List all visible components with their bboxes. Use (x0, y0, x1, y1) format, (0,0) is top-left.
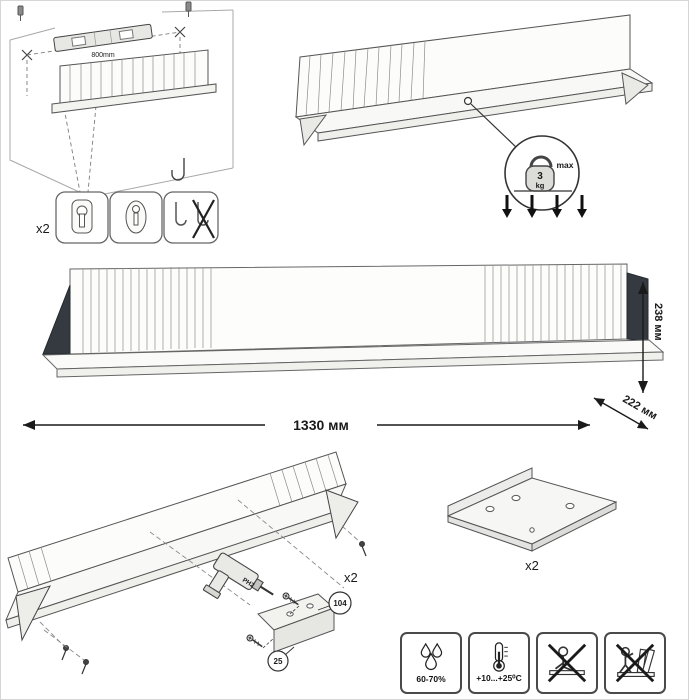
weight-value-label: 3 (537, 171, 543, 182)
wall-shelf-panel (51, 49, 217, 114)
shelf-board-front (56, 351, 664, 378)
detail-screws (246, 592, 300, 649)
screw-callout-bottom-label: 25 (274, 657, 283, 666)
hook-variant-icon (197, 202, 209, 226)
panel-slat-lines (69, 51, 196, 103)
groove-lines-right (484, 264, 622, 343)
wall-anchor-icons (17, 1, 192, 21)
screw-icon (282, 592, 299, 606)
no-sitting-icon (547, 643, 587, 683)
hardware-option-hanger (109, 191, 163, 244)
care-conditions-row: 60-70% +10...+25⁰C (400, 632, 666, 694)
temperature-condition-box: +10...+25⁰C (468, 632, 530, 694)
no-climbing-icon (615, 643, 656, 683)
load-arrows-icon (502, 195, 587, 218)
humidity-condition-box: 60-70% (400, 632, 462, 694)
level-measurement-label: 800mm (91, 52, 115, 59)
width-dimension: 1330 мм (23, 413, 590, 436)
left-bracket (15, 585, 51, 642)
bracket-quantity-label: x2 (525, 558, 539, 573)
max-label: max (556, 160, 573, 170)
wall-outline (9, 9, 234, 198)
hardware-option-hooks-crossed (163, 191, 219, 244)
thermometer-icon (493, 642, 508, 672)
shelf-perspective (294, 14, 654, 147)
left-support (299, 114, 328, 147)
load-limit-callout: 3 kg max (463, 96, 587, 218)
water-drops-icon (420, 642, 443, 670)
bracket-assembly-diagram: PH2 104 25 x2 (5, 451, 367, 675)
screw-icon (246, 634, 263, 648)
shelf-dimensions-drawing: 1330 мм 238 мм 222 мм (23, 263, 665, 436)
depth-dimension: 222 мм (593, 393, 660, 430)
width-dimension-label: 1330 мм (293, 417, 349, 433)
drill-driver-icon (202, 552, 274, 599)
no-climbing-box (604, 632, 666, 694)
no-sitting-box (536, 632, 598, 694)
shelf-load-limit-diagram: 3 kg max (294, 14, 654, 218)
height-dimension: 238 мм (638, 282, 664, 393)
right-bracket (325, 489, 359, 540)
spirit-level-icon (53, 23, 153, 52)
angle-bracket-icon (446, 467, 618, 552)
panel-slat-lines (17, 454, 339, 590)
left-bracket-silhouette (42, 284, 71, 355)
weight-unit-label: kg (536, 181, 545, 190)
hook-variant-icon (175, 202, 187, 226)
screw-callout-top: 104 (317, 591, 352, 615)
hardware-count-label: x2 (36, 221, 50, 236)
detail-leader-lines (39, 499, 361, 661)
cross-out-icon (615, 643, 655, 683)
hardware-option-keyhole (55, 191, 109, 244)
kettlebell-weight-icon (525, 155, 555, 192)
shelf-front-view (41, 263, 665, 378)
assembly-quantity-label: x2 (344, 570, 358, 585)
right-support (621, 72, 649, 105)
temperature-label: +10...+25⁰C (476, 673, 522, 683)
humidity-label: 60-70% (416, 673, 446, 684)
assembly-screws (61, 541, 367, 675)
depth-dimension-label: 222 мм (621, 393, 660, 422)
height-dimension-label: 238 мм (652, 303, 664, 341)
panel-slat-lines (305, 40, 426, 117)
screw-callout-bottom: 25 (267, 646, 295, 672)
groove-lines-left (82, 267, 212, 353)
cross-out-icon (547, 643, 587, 683)
shelf-assembly-perspective (5, 451, 359, 642)
bracket-part-drawing: x2 (446, 467, 618, 573)
screw-callout-top-label: 104 (333, 599, 347, 608)
hook-icon (171, 158, 185, 181)
cross-out-icon (192, 199, 215, 239)
wall-mounting-diagram: 800mm x2 (9, 1, 234, 244)
right-bracket-silhouette (626, 272, 649, 342)
